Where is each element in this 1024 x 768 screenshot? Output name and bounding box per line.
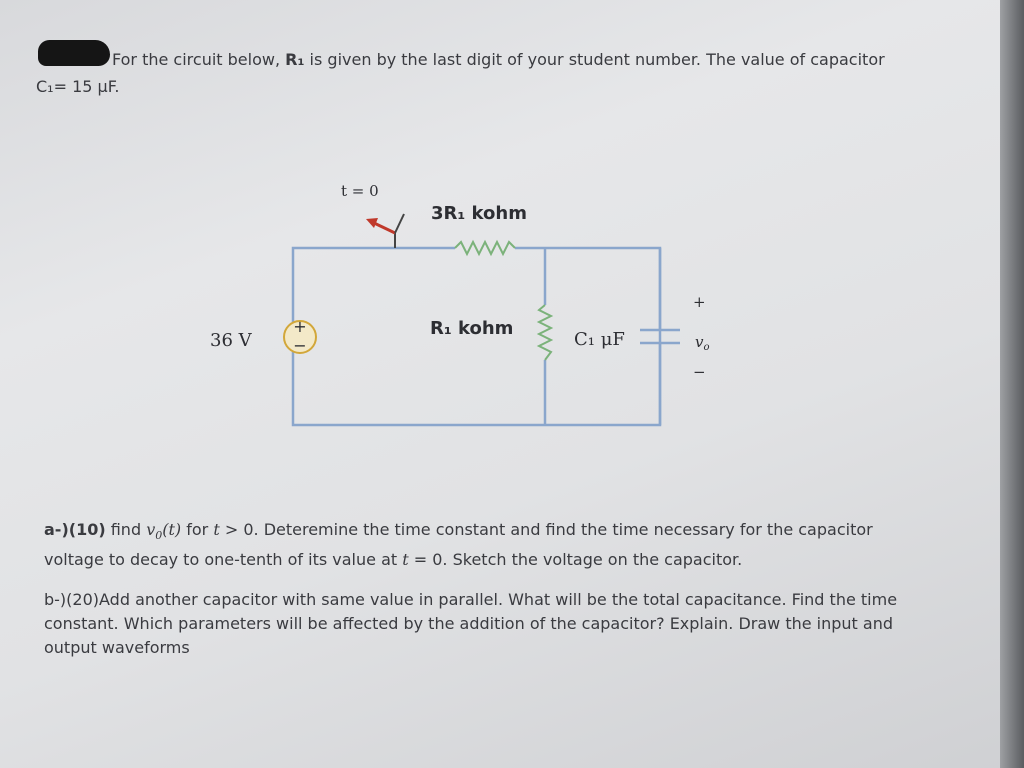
redacted-mark <box>38 40 110 66</box>
qa-t4: > 0. Deteremine the time constant and fi… <box>44 520 873 570</box>
voltage-source-icon: + − <box>283 317 317 355</box>
question-a: a-)(10) find v0(t) for t > 0. Deteremine… <box>44 518 904 572</box>
qa-t3: t <box>213 520 220 539</box>
circuit-wires <box>291 246 662 427</box>
resistor-3r1-label: 3R₁ kohm <box>431 203 527 224</box>
switch-icon <box>366 213 405 248</box>
qa-t1: find <box>105 520 147 539</box>
intro-line-2: C₁= 15 μF. <box>36 77 120 96</box>
svg-text:−: − <box>293 336 306 355</box>
outer-wire <box>291 246 662 427</box>
vo-plus: + <box>693 293 706 311</box>
source-label: 36 V <box>210 330 253 351</box>
document-page: For the circuit below, R₁ is given by th… <box>36 40 904 657</box>
vo-label: vo <box>695 333 710 353</box>
qa-t2: for <box>181 520 214 539</box>
resistor-r1 <box>536 304 554 361</box>
qa-v: v <box>146 520 156 539</box>
capacitor-label: C₁ μF <box>574 329 625 350</box>
qa-t5: t <box>402 550 409 570</box>
svg-text:+: + <box>293 317 306 336</box>
resistor-3r1 <box>454 239 516 257</box>
intro-text-a: For the circuit below, <box>112 50 286 69</box>
qa-sub: 0 <box>155 529 163 543</box>
question-b: b-)(20)Add another capacitor with same v… <box>44 590 898 657</box>
qa-t: (t) <box>162 520 182 539</box>
question-a-label: a-)(10) <box>44 520 106 539</box>
page-edge <box>1000 0 1024 768</box>
qa-t6: = 0. Sketch the voltage on the capacitor… <box>408 550 743 570</box>
intro-line-1: For the circuit below, R₁ is given by th… <box>112 50 885 69</box>
resistor-r1-label: R₁ kohm <box>430 318 513 339</box>
intro-r1: R₁ <box>285 50 305 69</box>
intro-text-b: is given by the last digit of your stude… <box>304 50 885 69</box>
circuit-diagram: + − t = 0 3R₁ kohm R₁ kohm C₁ μF 36 V + … <box>210 182 710 427</box>
vo-minus: − <box>693 363 706 381</box>
switch-label: t = 0 <box>341 182 379 200</box>
